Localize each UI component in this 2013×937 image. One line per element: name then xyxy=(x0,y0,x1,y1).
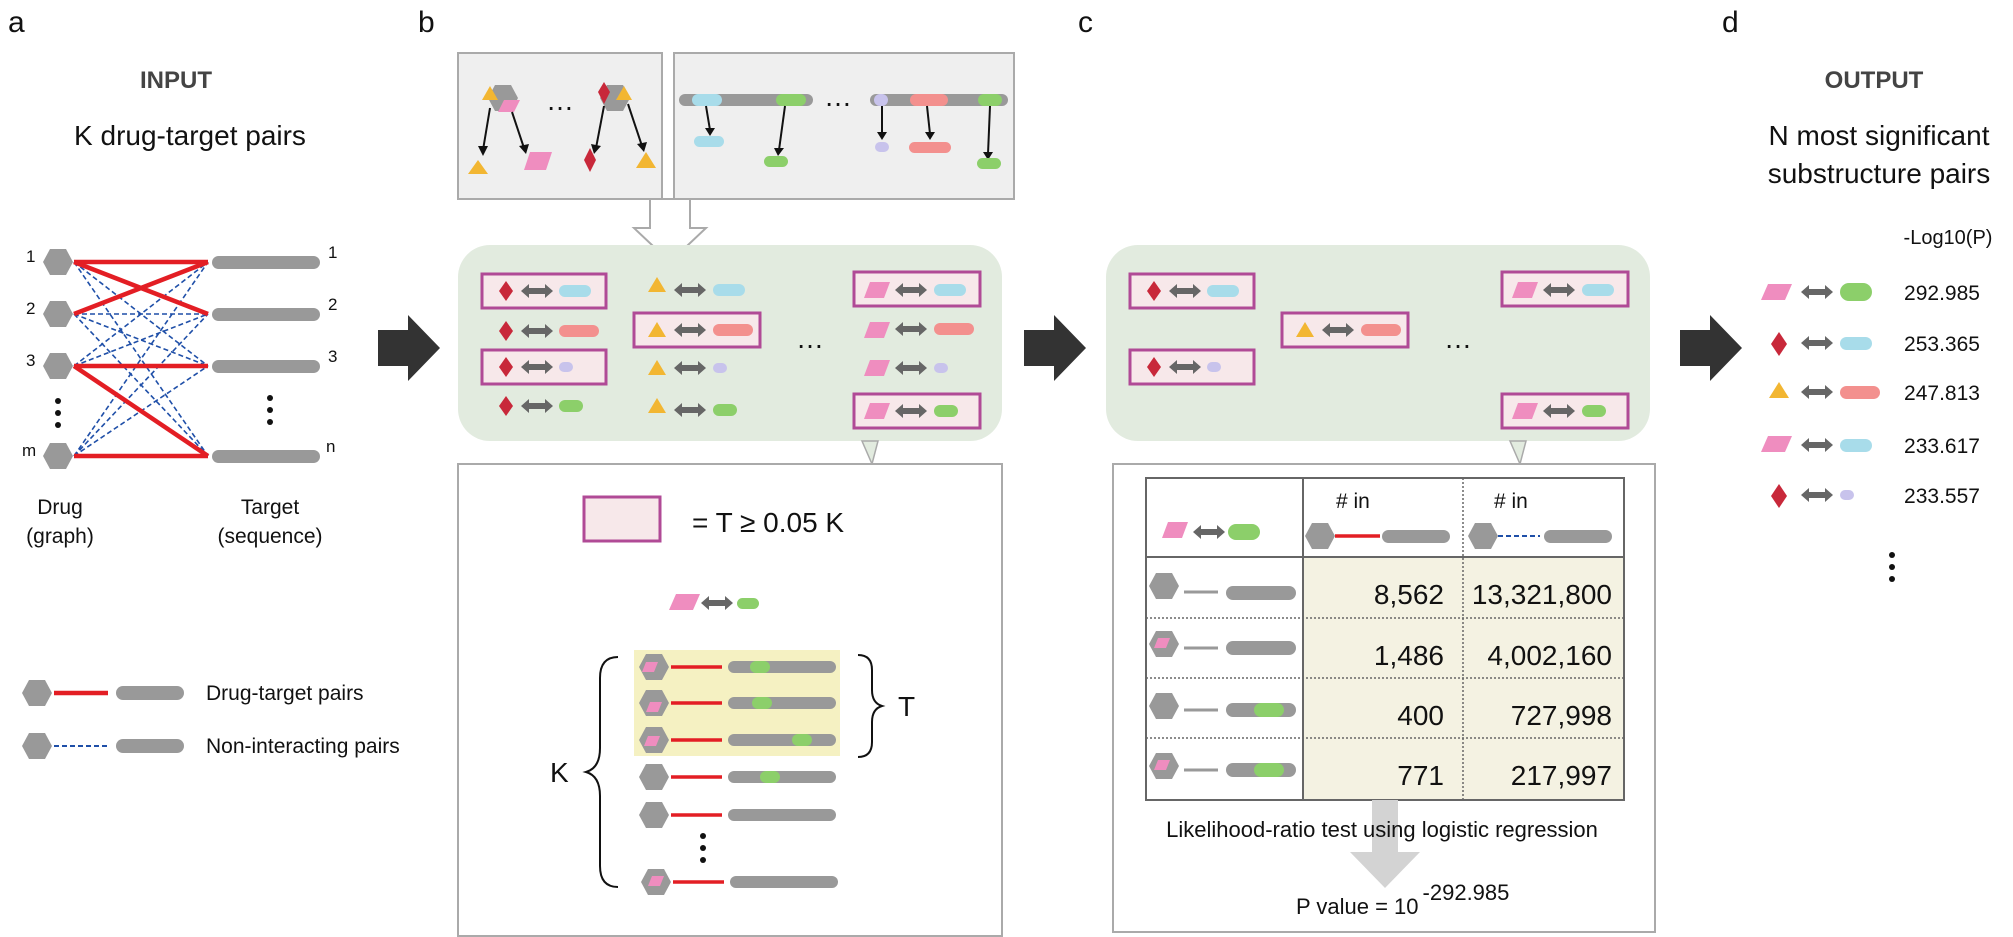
score-header: -Log10(P) xyxy=(1904,227,1993,249)
target-label: Target xyxy=(241,496,300,519)
brace-T-label: T xyxy=(898,691,915,722)
table-cell: 4,002,160 xyxy=(1487,640,1612,671)
table-cell: 8,562 xyxy=(1374,579,1444,610)
table-cell: 13,321,800 xyxy=(1472,579,1612,610)
table-cell: 771 xyxy=(1397,760,1444,791)
col-header-non-interacting: # in xyxy=(1494,490,1528,513)
brace-K-label: K xyxy=(550,757,569,788)
panel-a: INPUT K drug-target pairs 1 2 3 m xyxy=(22,67,400,759)
down-arrow xyxy=(1350,800,1420,888)
score-value: 292.985 xyxy=(1904,282,1980,305)
more-dots xyxy=(1889,552,1895,582)
input-heading: INPUT xyxy=(140,67,212,94)
output-title-line2: substructure pairs xyxy=(1768,158,1991,189)
ellipsis: … xyxy=(824,81,852,112)
target-nodes xyxy=(212,256,320,463)
drug-number: 2 xyxy=(26,299,35,318)
legend: Drug-target pairs Non-interacting pairs xyxy=(22,680,400,759)
pair-column-2 xyxy=(632,277,762,417)
target-substructure-box xyxy=(673,52,1015,200)
arrow-b-to-c xyxy=(1024,315,1086,381)
target-number: 1 xyxy=(328,243,337,262)
legend-interacting: Drug-target pairs xyxy=(206,682,364,705)
target-fragment-right xyxy=(870,94,1008,169)
drug-number: 3 xyxy=(26,351,35,370)
panel-label-c: c xyxy=(1078,6,1093,39)
legend-non-interacting: Non-interacting pairs xyxy=(206,735,400,758)
table-cell: 400 xyxy=(1397,700,1444,731)
drug-label-sub: (graph) xyxy=(26,525,94,548)
drug-fragment-left xyxy=(468,85,552,174)
pair-column-3 xyxy=(852,270,982,430)
pair-column-1 xyxy=(480,272,608,416)
ellipsis: … xyxy=(546,85,574,116)
table-cell: 1,486 xyxy=(1374,640,1444,671)
score-value: 233.617 xyxy=(1904,435,1980,458)
row-icons xyxy=(1149,573,1296,779)
threshold-equation: = T ≥ 0.05 K xyxy=(692,507,844,538)
target-number: 2 xyxy=(328,295,337,314)
arrow-c-to-d xyxy=(1680,315,1742,381)
target-fragment-left xyxy=(679,94,813,167)
query-pair xyxy=(669,594,759,610)
test-label: Likelihood-ratio test using logistic reg… xyxy=(1166,817,1598,842)
drug-nodes xyxy=(43,249,73,469)
output-title: N most significant xyxy=(1769,120,1990,151)
target-number: 3 xyxy=(328,347,337,366)
flow-arrows xyxy=(378,315,1742,381)
interacting-edges xyxy=(72,259,210,459)
target-label-sub: (sequence) xyxy=(217,525,322,548)
col-header-interacting: # in xyxy=(1336,490,1370,513)
ellipsis: … xyxy=(796,323,824,354)
panel-b: … … xyxy=(457,52,1015,937)
drug-fragment-right xyxy=(584,82,656,172)
pair-stack xyxy=(639,654,838,895)
panel-label-d: d xyxy=(1722,6,1739,39)
drug-label: Drug xyxy=(37,496,83,519)
output-heading: OUTPUT xyxy=(1825,67,1924,94)
input-title: K drug-target pairs xyxy=(74,120,306,151)
drug-number: 1 xyxy=(26,247,35,266)
drug-number: m xyxy=(22,441,36,460)
score-value: 233.557 xyxy=(1904,485,1980,508)
drug-substructure-box xyxy=(457,52,663,200)
threshold-box-swatch xyxy=(582,495,662,543)
ellipsis: … xyxy=(1444,323,1472,354)
panel-c: … # in # in xyxy=(1106,245,1656,933)
panel-d: OUTPUT N most significant substructure p… xyxy=(1761,67,1992,582)
score-value: 247.813 xyxy=(1904,382,1980,405)
non-interacting-edges xyxy=(73,261,209,457)
panel-label-b: b xyxy=(418,6,435,39)
table-cell: 217,997 xyxy=(1511,760,1612,791)
brace-K xyxy=(582,656,619,888)
table-cell: 727,998 xyxy=(1511,700,1612,731)
arrow-a-to-b xyxy=(378,315,440,381)
brace-T xyxy=(857,654,886,758)
panel-label-a: a xyxy=(8,6,25,39)
target-number: n xyxy=(326,437,335,456)
pvalue: P value = 10-292.985 xyxy=(1296,880,1509,919)
score-value: 253.365 xyxy=(1904,333,1980,356)
